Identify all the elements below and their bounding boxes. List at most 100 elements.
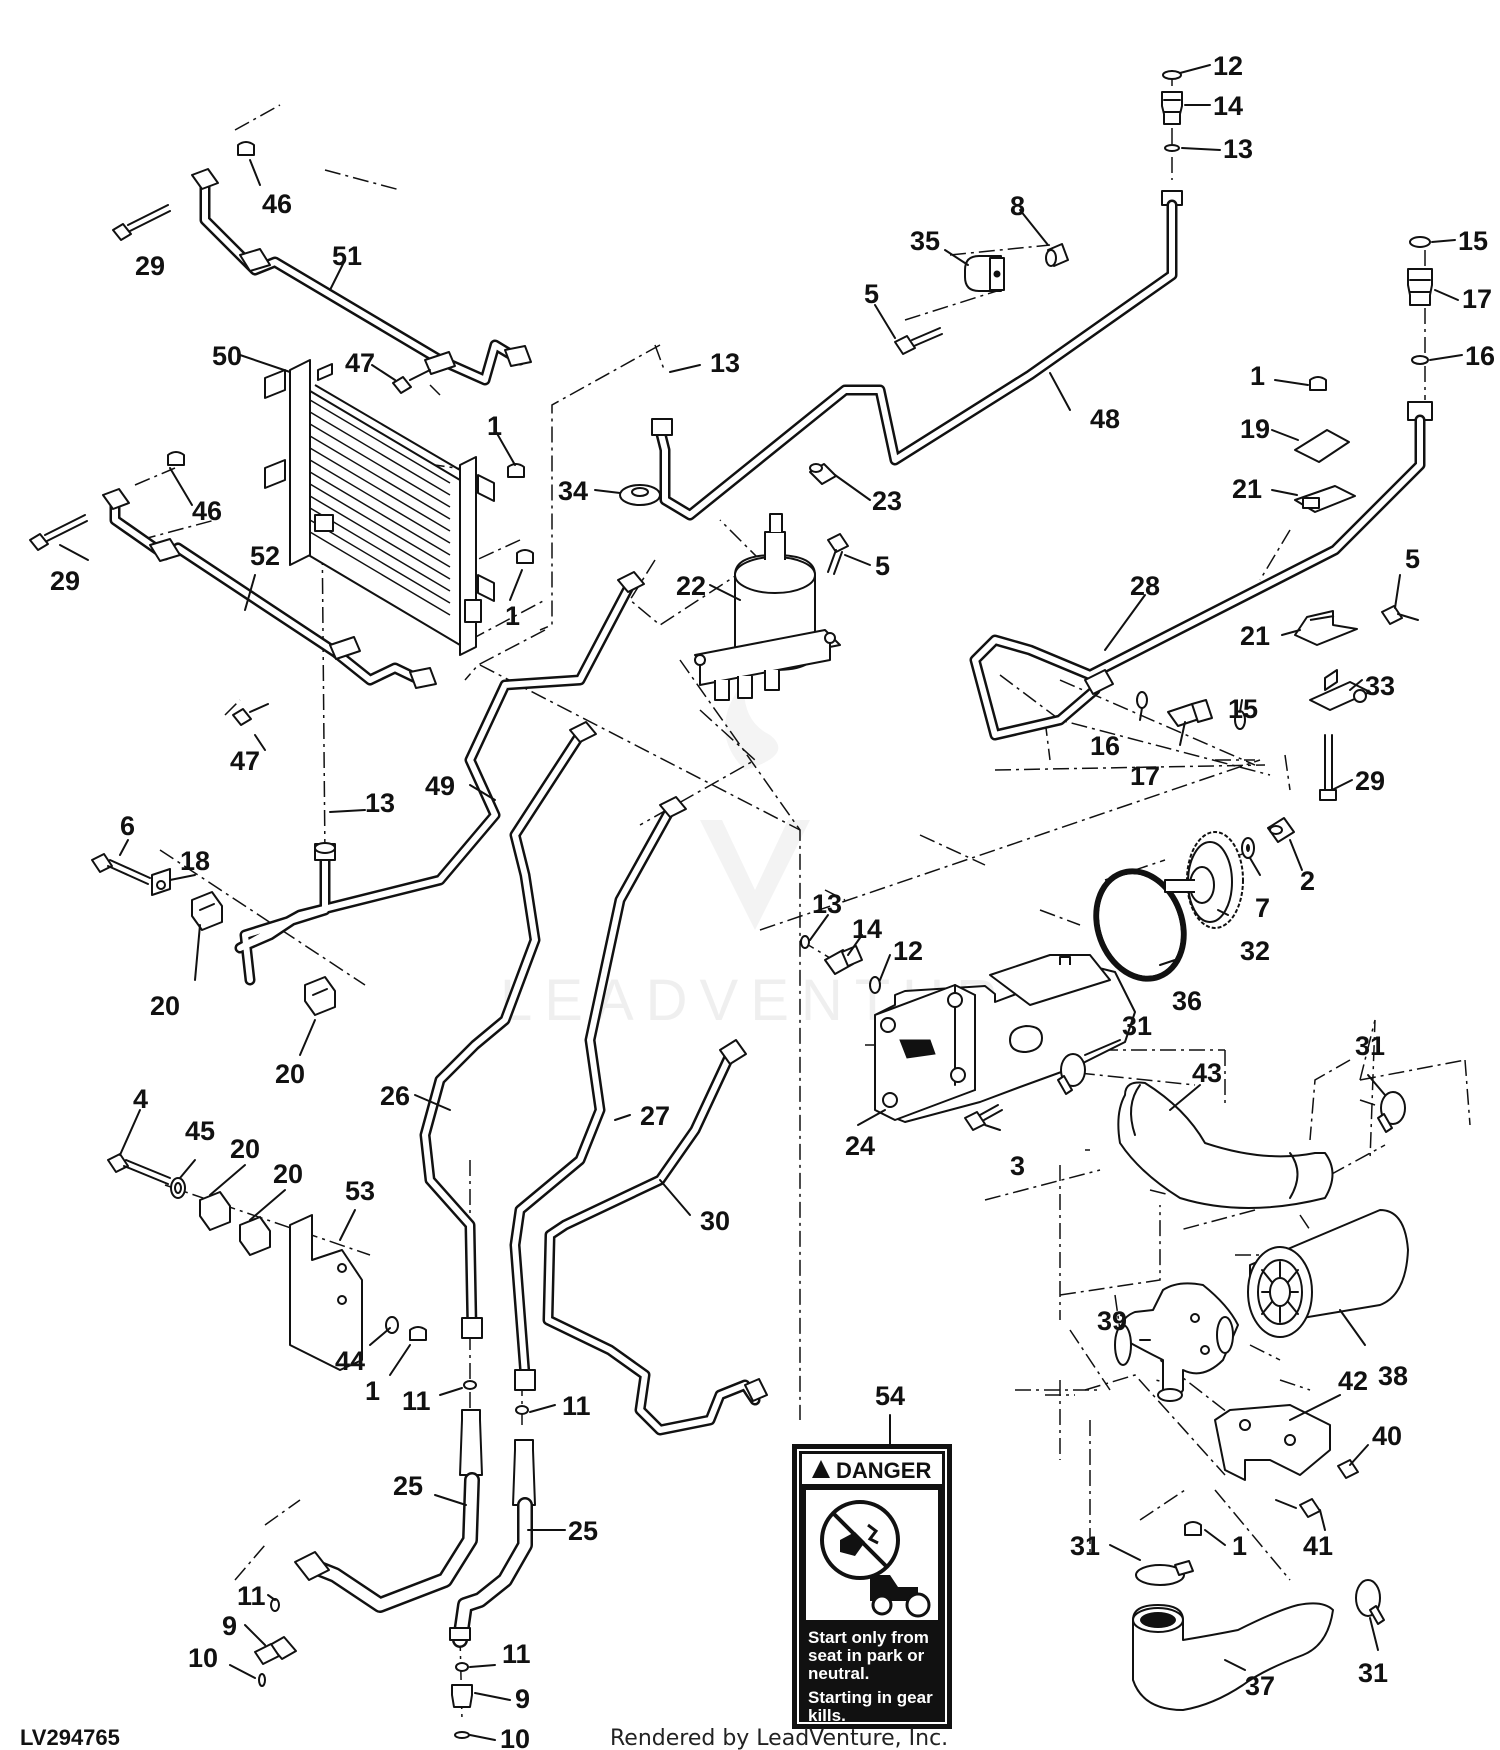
callout-49: 49: [425, 771, 455, 801]
callout-35: 35: [910, 226, 940, 256]
callout-45: 45: [185, 1116, 215, 1146]
washer-45: [170, 1177, 186, 1199]
callout-1: 1: [487, 411, 502, 441]
decal-line5: kills.: [808, 1706, 846, 1725]
callout-40: 40: [1372, 1421, 1402, 1451]
callout-34: 34: [558, 476, 588, 506]
tube-51: [191, 168, 532, 386]
nut-46b: [167, 451, 185, 466]
hose-37: [1132, 1602, 1334, 1711]
o-ring-36: [1093, 868, 1187, 982]
callout-20: 20: [150, 991, 180, 1021]
callout-14: 14: [852, 914, 882, 944]
callout-44: 44: [335, 1346, 365, 1376]
callout-6: 6: [120, 811, 135, 841]
washer-7: [1241, 837, 1255, 859]
decal-line2: seat in park or: [808, 1646, 925, 1665]
callout-15: 15: [1458, 226, 1488, 256]
callout-20: 20: [273, 1159, 303, 1189]
callout-25: 25: [568, 1516, 598, 1546]
callout-13: 13: [365, 788, 395, 818]
nut-1a: [507, 463, 525, 478]
render-credit: Rendered by LeadVenture, Inc.: [610, 1726, 948, 1750]
callout-15: 15: [1228, 694, 1258, 724]
solenoid-valve-22: [694, 513, 841, 701]
callout-8: 8: [1010, 191, 1025, 221]
callout-54: 54: [875, 1381, 905, 1411]
callout-46: 46: [262, 189, 292, 219]
callout-10: 10: [500, 1724, 530, 1750]
o-ring-11b: [515, 1405, 529, 1415]
bolt-5b: [827, 533, 849, 575]
clamp-31a: [1057, 1053, 1086, 1095]
callout-9: 9: [222, 1611, 237, 1641]
fitting-stack-right: [1407, 236, 1433, 421]
callout-10: 10: [188, 1643, 218, 1673]
callout-11: 11: [502, 1639, 531, 1669]
callout-16: 16: [1090, 731, 1120, 761]
filter-38: [1247, 1209, 1409, 1338]
nut-1d: [409, 1326, 427, 1341]
callout-23: 23: [872, 486, 902, 516]
clip-20c: [199, 1191, 231, 1231]
callout-24: 24: [845, 1131, 875, 1161]
tube-27: [509, 796, 687, 1391]
callout-29: 29: [50, 566, 80, 596]
callout-46: 46: [192, 496, 222, 526]
hose-25a: [294, 1409, 483, 1613]
oil-cooler-50: [264, 359, 495, 656]
decal-line3: neutral.: [808, 1664, 869, 1683]
hose-25b: [449, 1439, 536, 1648]
callout-31: 31: [1122, 1011, 1152, 1041]
callout-19: 19: [1240, 414, 1270, 444]
callout-36: 36: [1172, 986, 1202, 1016]
callout-4: 4: [133, 1084, 148, 1114]
figure-id: LV294765: [20, 1725, 120, 1750]
callout-13: 13: [812, 889, 842, 919]
callout-20: 20: [230, 1134, 260, 1164]
callout-11: 11: [237, 1581, 266, 1611]
o-ring-10b: [454, 1731, 470, 1739]
callout-20: 20: [275, 1059, 305, 1089]
tube-30: [542, 1039, 768, 1436]
tube-28: [969, 414, 1426, 741]
callout-1: 1: [1232, 1531, 1247, 1561]
plug-23: [809, 463, 837, 485]
tube-49: [234, 571, 645, 986]
callout-31: 31: [1070, 1531, 1100, 1561]
callout-43: 43: [1192, 1058, 1222, 1088]
clamp-31d: [1355, 1579, 1385, 1625]
callout-42: 42: [1338, 1366, 1368, 1396]
callout-2: 2: [1300, 866, 1315, 896]
callout-7: 7: [1255, 893, 1270, 923]
callout-1: 1: [365, 1376, 380, 1406]
bolt-4: [107, 1153, 171, 1185]
leader-lines: [59, 64, 1463, 1741]
callout-38: 38: [1378, 1361, 1408, 1391]
clamp-31b: [1377, 1091, 1406, 1133]
bolt-29b: [29, 514, 88, 551]
callout-47: 47: [230, 746, 260, 776]
callout-51: 51: [332, 241, 362, 271]
callout-50: 50: [212, 341, 242, 371]
callout-28: 28: [1130, 571, 1160, 601]
callout-41: 41: [1303, 1531, 1333, 1561]
callout-32: 32: [1240, 936, 1270, 966]
decal-header: DANGER: [836, 1458, 931, 1483]
grommet-34: [619, 484, 661, 506]
callout-3: 3: [1010, 1151, 1025, 1181]
spacer-8: [1045, 243, 1069, 267]
callout-26: 26: [380, 1081, 410, 1111]
decal-line1: Start only from: [808, 1628, 929, 1647]
bolt-29a: [112, 204, 171, 241]
bracket-53: [289, 1214, 363, 1371]
callout-22: 22: [676, 571, 706, 601]
callout-14: 14: [1213, 91, 1243, 121]
callout-11: 11: [402, 1386, 431, 1416]
bolt-41: [1275, 1498, 1321, 1518]
clip-20b: [304, 976, 336, 1016]
clamp-31c: [1135, 1560, 1194, 1586]
o-ring-11d: [455, 1662, 469, 1672]
tube-52: [102, 488, 437, 689]
